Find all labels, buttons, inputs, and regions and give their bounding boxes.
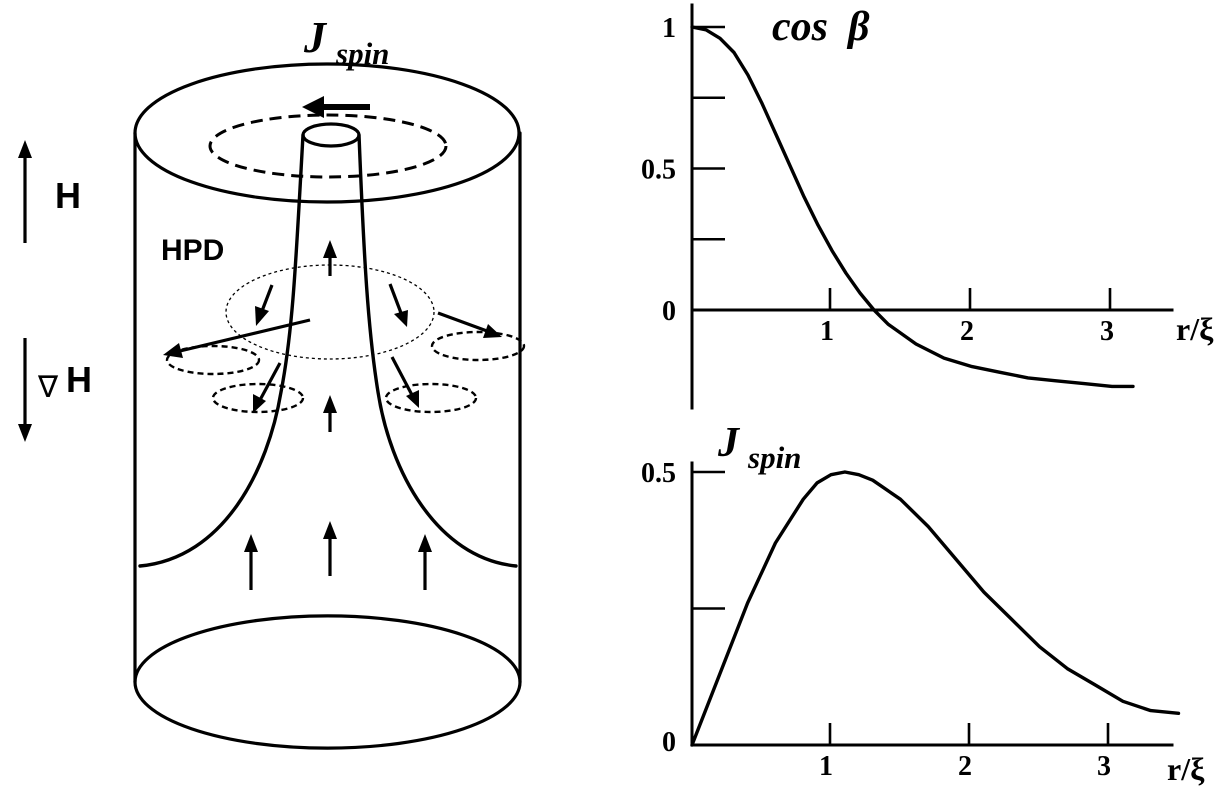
jspin-chart-x-label: r/ξ: [1167, 751, 1205, 787]
cos-x-tick-label: 1: [820, 316, 834, 347]
gradient-indicator: ∇ H: [18, 338, 92, 442]
jspin-chart-ticks: [692, 470, 1110, 745]
cos-beta-series-line: [690, 25, 1135, 389]
top-circulation-ellipse: [208, 113, 448, 179]
jspin-chart-title-main: J: [717, 420, 741, 466]
jspin-y-tick-label: 0: [662, 727, 676, 758]
cos-x-tick-label: 3: [1100, 316, 1114, 347]
diagram-title-main: J: [303, 13, 328, 62]
gradient-arrow-head-icon: [18, 424, 32, 442]
cylinder-diagram: J spin HPD: [133, 13, 526, 750]
vortex-ellipse-left-lower: [211, 382, 305, 414]
chart-cos-beta: 1 2 3 1 0.5 0 cos β r/ξ: [641, 3, 1214, 410]
cos-y-tick-label: 0: [662, 296, 676, 327]
jspin-x-tick-label: 2: [958, 751, 972, 782]
circulation-arrow-head: [302, 96, 324, 118]
tube-left-wall: [138, 133, 305, 568]
jspin-x-tick-label: 3: [1097, 751, 1111, 782]
cos-chart-title-symbol: β: [846, 4, 870, 50]
jspin-x-tick-label: 1: [819, 751, 833, 782]
cylinder-top-face: [133, 62, 521, 204]
field-arrow-head-icon: [18, 140, 32, 158]
cos-chart-x-label: r/ξ: [1176, 311, 1214, 347]
cos-chart-tick-labels: 1 2 3 1 0.5 0: [641, 13, 1114, 347]
jspin-chart-title-sub: spin: [747, 440, 801, 475]
vortex-ellipse-right-lower: [384, 382, 478, 414]
field-label: H: [55, 175, 81, 216]
chart-j-spin: 1 2 3 0.5 0 J spin r/ξ: [641, 420, 1205, 787]
cos-y-tick-label: 0.5: [641, 155, 676, 186]
gradient-label: H: [66, 359, 92, 400]
spin-arrows-tilted: [163, 283, 502, 413]
cos-y-tick-label: 1: [662, 13, 676, 44]
vortex-ellipse-right-upper: [430, 330, 526, 362]
gradient-nabla-symbol: ∇: [37, 370, 59, 405]
field-indicator: H: [18, 140, 81, 243]
jspin-chart-tick-labels: 1 2 3 0.5 0: [641, 458, 1111, 782]
cos-x-tick-label: 2: [960, 316, 974, 347]
spin-arrows-vertical: [244, 240, 432, 590]
vortex-ellipse-left-upper: [165, 344, 261, 376]
jspin-y-tick-label: 0.5: [641, 458, 676, 489]
cos-chart-ticks: [692, 25, 1112, 310]
tube-right-wall: [357, 133, 518, 568]
hpd-label: HPD: [161, 234, 224, 267]
jspin-series-line: [690, 470, 1181, 747]
cos-chart-title-main: cos: [772, 4, 828, 50]
cylinder-bottom-face: [133, 614, 522, 750]
tube-top-ellipse: [301, 122, 361, 148]
